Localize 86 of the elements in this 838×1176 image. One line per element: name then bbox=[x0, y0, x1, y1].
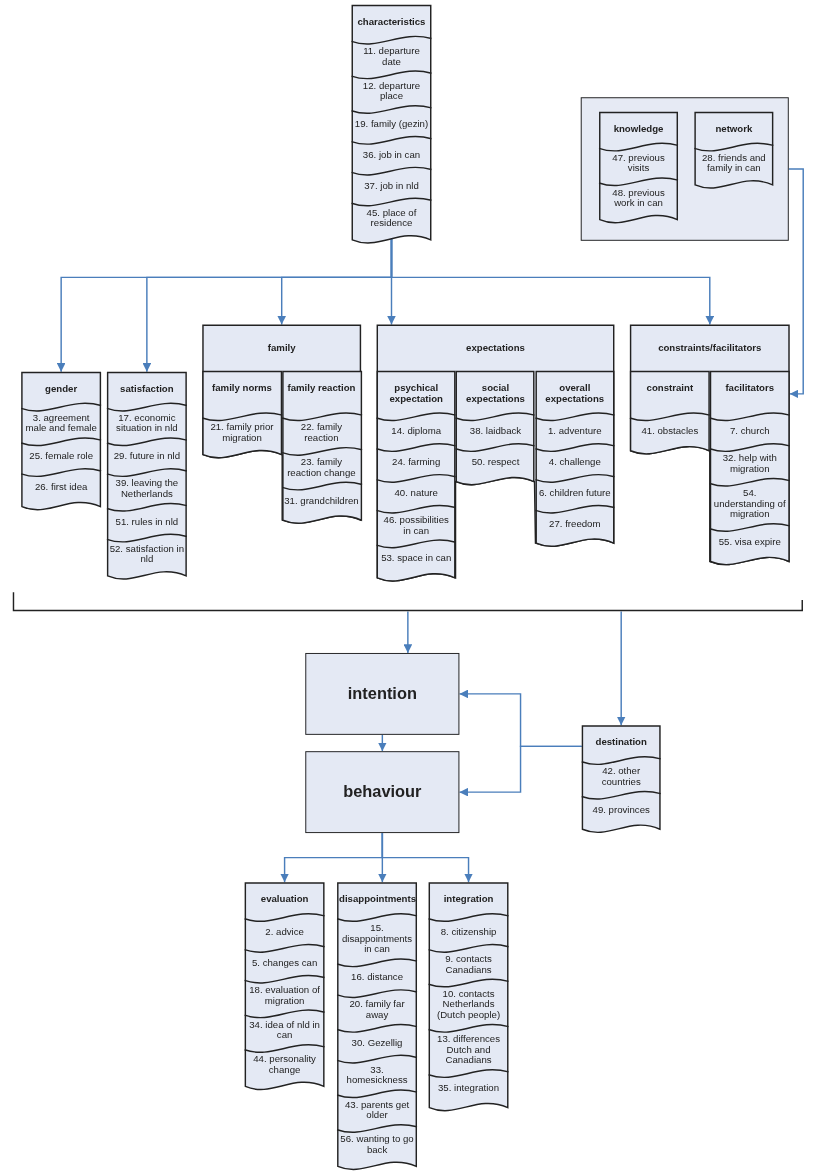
list-item: 43. parents get older bbox=[337, 1088, 417, 1123]
list-item: 35. integration bbox=[428, 1068, 509, 1099]
list-item: 3. agreement male and female bbox=[21, 401, 102, 437]
list-item: 47. previous visits bbox=[599, 141, 678, 177]
list-item: 33. homesickness bbox=[337, 1053, 417, 1089]
group-title: constraints/facilitators bbox=[657, 340, 763, 355]
bracket bbox=[12, 592, 804, 612]
group-title: family bbox=[266, 340, 297, 355]
list-item: 49. provinces bbox=[581, 789, 661, 821]
arrow bbox=[788, 168, 804, 399]
list-item: 4. challenge bbox=[535, 442, 615, 473]
panel bbox=[580, 97, 789, 241]
list-item: 55. visa expire bbox=[709, 522, 790, 553]
list-item: 2. advice bbox=[244, 912, 325, 943]
list-item: 39. leaving the Netherlands bbox=[106, 467, 187, 502]
list-item: 18. evaluation of migration bbox=[244, 973, 325, 1009]
column-title: gender bbox=[44, 382, 79, 396]
list-item: 56. wanting to go back bbox=[337, 1122, 417, 1158]
list-item: 13. differences Dutch and Canadians bbox=[428, 1022, 509, 1069]
list-item: 26. first idea bbox=[21, 467, 102, 498]
arrow bbox=[616, 610, 626, 726]
list-item: 11. departure date bbox=[351, 34, 432, 70]
list-item: 34. idea of nld in can bbox=[244, 1008, 325, 1043]
list-item: 10. contacts Netherlands (Dutch people) bbox=[428, 977, 509, 1023]
list-item: 42. other countries bbox=[581, 755, 661, 790]
column-title: psychical expectation bbox=[388, 381, 444, 406]
column-title: evaluation bbox=[259, 892, 310, 907]
arrow bbox=[403, 610, 413, 654]
column-title: integration bbox=[442, 892, 495, 907]
list-item: 5. changes can bbox=[244, 942, 325, 974]
list-item: 25. female role bbox=[21, 436, 102, 468]
list-item: 52. satisfaction in nld bbox=[106, 532, 187, 568]
list-item: 17. economic situation in nld bbox=[106, 401, 187, 437]
column-title: family norms bbox=[211, 381, 273, 395]
list-item: 15. disappointments in can bbox=[337, 912, 417, 958]
list-item: 44. personality change bbox=[244, 1043, 325, 1078]
list-item: 32. help with migration bbox=[709, 442, 790, 477]
column-title: satisfaction bbox=[119, 382, 175, 396]
arrow bbox=[381, 832, 473, 883]
column-title: overall expectations bbox=[544, 381, 606, 406]
list-item: 20. family far away bbox=[337, 988, 417, 1023]
list-item: 1. adventure bbox=[535, 411, 615, 443]
list-item: 29. future in nld bbox=[106, 436, 187, 468]
list-item: 30. Gezellig bbox=[337, 1022, 417, 1054]
list-item: 36. job in can bbox=[351, 134, 432, 166]
column-title: disappointments bbox=[338, 892, 417, 907]
list-item: 53. space in can bbox=[376, 538, 456, 570]
list-item: 51. rules in nld bbox=[106, 501, 187, 533]
list-item: 19. family (gezin) bbox=[351, 104, 432, 135]
list-item: 37. job in nld bbox=[351, 165, 432, 197]
column-title: facilitators bbox=[724, 381, 776, 395]
list-item: 27. freedom bbox=[535, 503, 615, 535]
list-item: 12. departure place bbox=[351, 69, 432, 104]
arrow bbox=[458, 745, 583, 797]
list-item: 28. friends and family in can bbox=[694, 141, 774, 177]
list-item: 9. contacts Canadians bbox=[428, 942, 509, 978]
list-item: 41. obstacles bbox=[629, 411, 710, 443]
list-item: 14. diploma bbox=[376, 411, 456, 443]
list-item: 54. understanding of migration bbox=[709, 476, 790, 522]
column-title: destination bbox=[594, 735, 648, 750]
column-title: constraint bbox=[645, 381, 695, 395]
column-title: characteristics bbox=[356, 15, 427, 29]
list-item: 40. nature bbox=[376, 472, 456, 504]
list-item: 7. church bbox=[709, 411, 790, 443]
list-item: 31. grandchildren bbox=[281, 480, 362, 512]
list-item: 8. citizenship bbox=[428, 912, 509, 943]
process-box: behaviour bbox=[305, 751, 460, 834]
list-item: 24. farming bbox=[376, 442, 456, 473]
list-item: 45. place of residence bbox=[351, 196, 432, 232]
column-title: family reaction bbox=[286, 381, 357, 395]
arrow bbox=[390, 238, 715, 326]
arrow bbox=[378, 734, 387, 752]
column-title: network bbox=[714, 122, 754, 136]
list-item: 16. distance bbox=[337, 957, 417, 989]
list-item: 6. children future bbox=[535, 472, 615, 504]
list-item: 23. family reaction change bbox=[281, 445, 362, 481]
list-item: 38. laidback bbox=[455, 411, 536, 443]
process-box: intention bbox=[305, 652, 460, 735]
list-item: 21. family prior migration bbox=[202, 411, 282, 446]
list-item: 22. family reaction bbox=[281, 411, 362, 446]
column-title: social expectations bbox=[465, 381, 526, 406]
list-item: 50. respect bbox=[455, 442, 536, 473]
group-title: expectations bbox=[465, 340, 526, 355]
list-item: 48. previous work in can bbox=[599, 176, 678, 211]
column-title: knowledge bbox=[612, 122, 665, 136]
list-item: 46. possibilities in can bbox=[376, 503, 456, 539]
